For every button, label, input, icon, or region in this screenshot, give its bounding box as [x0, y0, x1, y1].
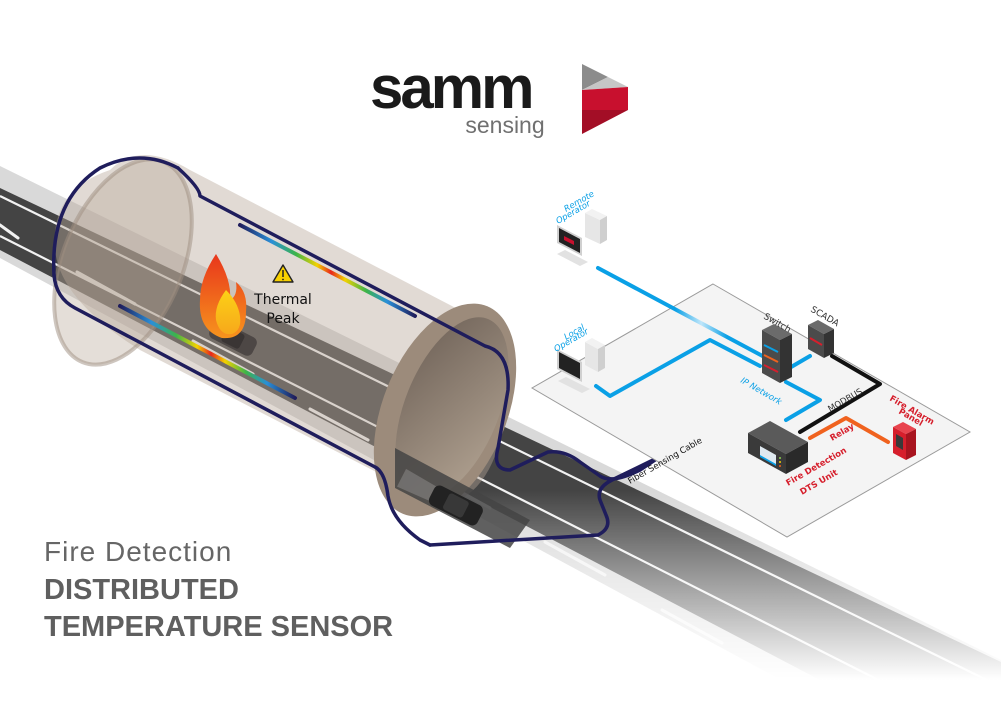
car-exiting — [396, 468, 483, 526]
samm-sensing-logo: samm sensing — [370, 54, 628, 138]
thermal-peak-label-2: Peak — [266, 311, 300, 327]
fiber-cable-tunnel-top — [51, 156, 180, 277]
headline-line-1: DISTRIBUTED — [44, 574, 239, 606]
thermal-peak-label-1: Thermal — [253, 292, 312, 308]
headline-line-2: TEMPERATURE SENSOR — [44, 611, 394, 643]
tunnel — [52, 155, 530, 548]
tunnel-front-opening — [395, 317, 509, 499]
scada-unit: SCADA — [808, 305, 841, 358]
road-asphalt — [0, 188, 1001, 701]
remote-operator-link — [596, 266, 772, 362]
logo-tagline: sensing — [465, 112, 544, 138]
fiber-cable-tunnel-bottom — [52, 273, 432, 547]
thermal-gradient-segment-bottom — [118, 304, 297, 400]
remote-operator-workstation: Remote Operator — [555, 189, 607, 266]
modbus-link — [798, 354, 882, 434]
logo-wordmark: samm — [370, 54, 531, 121]
switch-rack: Switch — [762, 312, 792, 383]
warning-triangle-icon — [272, 264, 294, 283]
flame-icon — [199, 254, 247, 339]
relay-link — [808, 416, 890, 444]
thermal-gradient-segment-top — [238, 223, 417, 318]
headline-subtitle: Fire Detection — [44, 536, 233, 567]
thermal-peak-alert: Thermal Peak — [253, 264, 312, 327]
logo-chevron-icon — [582, 64, 628, 134]
dts-unit: Fire Detection DTS Unit — [748, 421, 849, 498]
